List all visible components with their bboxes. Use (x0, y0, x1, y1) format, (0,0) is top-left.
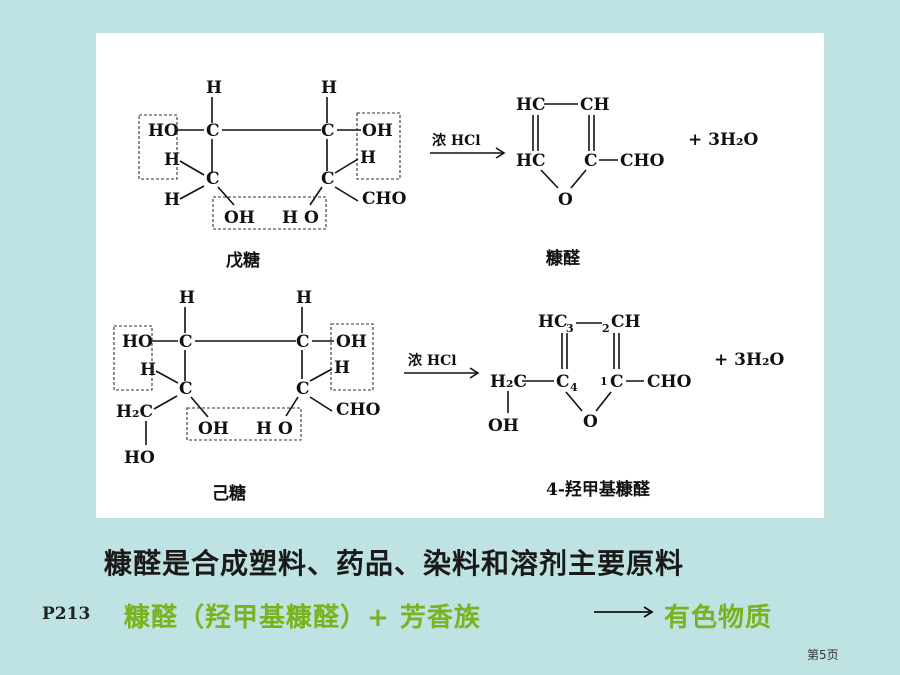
reagent-label: 浓 HCl (432, 132, 481, 149)
atom: C (296, 379, 310, 399)
dashed-box (356, 112, 401, 180)
atom: CH (611, 312, 641, 332)
pentose-reaction-arrow: 浓 HCl (430, 132, 506, 159)
atom: H (164, 150, 180, 170)
atom-index: 1 (600, 375, 608, 388)
dashed-box (138, 114, 178, 180)
atom: O (278, 419, 293, 439)
page-reference: P213 (42, 604, 91, 624)
hmf-label: 4-羟甲基糠醛 (546, 479, 651, 500)
atom-index: 2 (602, 322, 610, 335)
atom: H (206, 78, 222, 98)
reaction-note-product: 有色物质 (664, 603, 773, 633)
atom: OH (488, 416, 519, 436)
atom: HC (538, 312, 568, 332)
dashed-box (186, 407, 302, 441)
atom: O (304, 208, 319, 228)
hexose-label: 己糖 (212, 483, 246, 504)
hexose-structure: H H HO C C OH H H C C H₂C OH (113, 288, 381, 504)
atom: HO (148, 121, 179, 141)
reaction-diagram: H H HO C C OH H H C C H OH H (113, 78, 784, 504)
atom: C (584, 151, 598, 171)
atom: O (583, 412, 598, 432)
atom: C (206, 169, 220, 189)
dashed-box (113, 325, 153, 391)
atom: H (334, 358, 350, 378)
furfural-structure: HC CH HC C CHO O + 3H₂O 糠醛 (516, 95, 758, 269)
atom: H (321, 78, 337, 98)
reaction-diagram-panel: H H HO C C OH H H C C H OH H (96, 33, 824, 518)
atom: H (140, 360, 156, 380)
atom: HO (124, 448, 155, 468)
atom: CH (580, 95, 610, 115)
atom: H (360, 148, 376, 168)
atom: CHO (647, 372, 692, 392)
atom: H₂C (490, 372, 527, 392)
main-statement: 糠醛是合成塑料、药品、染料和溶剂主要原料 (104, 547, 685, 580)
atom: C (179, 332, 193, 352)
atom: OH (198, 419, 229, 439)
pentose-structure: H H HO C C OH H H C C H OH H (138, 78, 407, 271)
dashed-box (330, 323, 374, 391)
atom-index: 4 (570, 381, 578, 394)
reagent-label: 浓 HCl (408, 352, 457, 369)
byproduct: + 3H₂O (688, 130, 758, 150)
atom: OH (362, 121, 393, 141)
furfural-label: 糠醛 (545, 248, 581, 269)
atom: H (256, 419, 272, 439)
atom: OH (224, 208, 255, 228)
atom: C (296, 332, 310, 352)
atom: CHO (362, 189, 407, 209)
atom: H (164, 190, 180, 210)
atom: H (282, 208, 298, 228)
atom: HC (516, 95, 546, 115)
pentose-label: 戊糖 (226, 250, 260, 271)
atom: H₂C (116, 402, 153, 422)
atom: OH (336, 332, 367, 352)
reaction-arrow-icon (594, 606, 654, 618)
atom: H (179, 288, 195, 308)
atom-index: 3 (566, 322, 574, 335)
atom: C (321, 169, 335, 189)
page-number: 第5页 (807, 648, 839, 662)
atom: H (296, 288, 312, 308)
atom: C (179, 379, 193, 399)
atom: HC (516, 151, 546, 171)
atom: C (610, 372, 624, 392)
reaction-note-reactants: 糠醛（羟甲基糠醛）+ 芳香族 (124, 603, 481, 633)
atom: O (558, 190, 573, 210)
atom: CHO (336, 400, 381, 420)
dashed-box (212, 196, 327, 230)
atom: C (206, 121, 220, 141)
atom: C (556, 372, 570, 392)
hmf-structure: HC 3 2 CH H₂C C 4 1 C CHO OH O + 3H₂O 4-… (488, 312, 784, 500)
atom: HO (122, 332, 153, 352)
byproduct: + 3H₂O (714, 350, 784, 370)
atom: CHO (620, 151, 665, 171)
atom: C (321, 121, 335, 141)
hexose-reaction-arrow: 浓 HCl (404, 352, 480, 379)
